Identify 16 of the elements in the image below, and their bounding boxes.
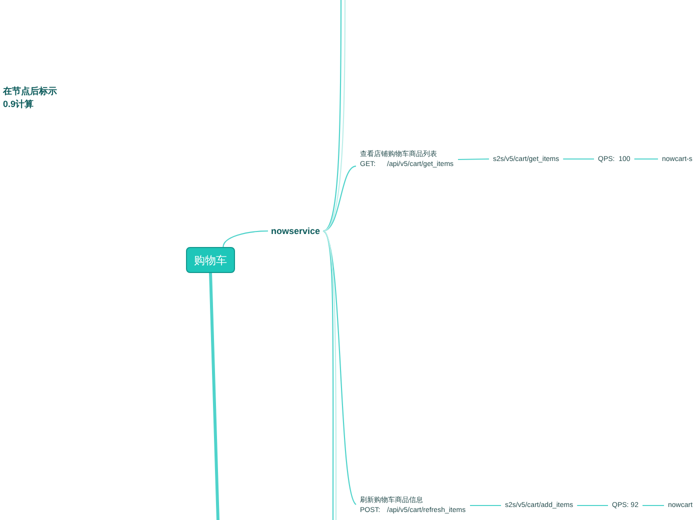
connector-line xyxy=(634,158,658,160)
connector-line xyxy=(458,158,489,160)
topic-box: 购物车 xyxy=(186,247,235,273)
connector-line xyxy=(322,0,342,232)
connector-line xyxy=(642,504,664,506)
connector-line xyxy=(577,504,608,506)
connector-line xyxy=(322,230,334,520)
connector-line xyxy=(322,230,356,505)
connector-line xyxy=(322,230,337,520)
connector-line xyxy=(563,158,594,160)
connector-line xyxy=(470,504,501,506)
connector-line xyxy=(322,0,346,232)
connector-line xyxy=(209,272,220,520)
branch-label: nowservice xyxy=(271,225,320,237)
connector-line xyxy=(222,230,268,248)
note-text: 在节点后标示0.9计算 xyxy=(3,85,58,111)
